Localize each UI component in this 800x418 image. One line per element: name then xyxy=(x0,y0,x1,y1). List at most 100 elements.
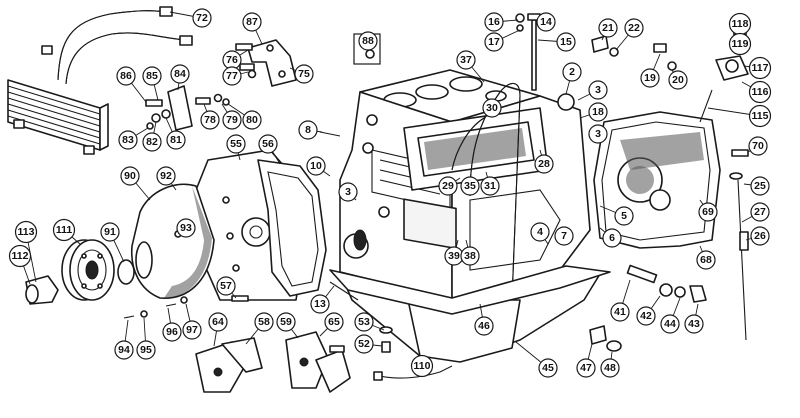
engine-back-plate xyxy=(593,111,721,249)
callout-circle xyxy=(358,31,378,51)
callout-circle xyxy=(750,202,770,222)
callout-circle xyxy=(276,312,296,332)
callout-77: 77 xyxy=(222,66,249,86)
callout-label: 113 xyxy=(18,226,35,238)
callout-label: 2 xyxy=(569,66,575,78)
callout-85: 85 xyxy=(142,66,162,101)
callout-label: 7 xyxy=(561,230,567,242)
callout-label: 45 xyxy=(542,362,554,374)
callout-circle xyxy=(538,358,558,378)
callout-label: 65 xyxy=(328,316,340,328)
callout-45: 45 xyxy=(515,341,558,378)
callout-circle xyxy=(298,120,318,140)
callout-circle xyxy=(636,306,656,326)
callout-label: 38 xyxy=(464,250,476,262)
callout-46: 46 xyxy=(474,303,494,336)
callout-circle xyxy=(182,320,202,340)
callout-circle xyxy=(216,276,236,296)
callout-57: 57 xyxy=(216,276,237,299)
callout-label: 70 xyxy=(752,140,764,152)
callout-79: 79 xyxy=(221,103,242,130)
bolt-57 xyxy=(231,295,249,302)
callout-42: 42 xyxy=(636,295,661,326)
callout-115: 115 xyxy=(707,104,772,128)
callout-label: 22 xyxy=(628,22,640,34)
callout-72: 72 xyxy=(169,8,212,28)
callout-label: 110 xyxy=(414,360,431,372)
callout-circle xyxy=(306,156,326,176)
callout-label: 14 xyxy=(540,16,552,28)
callout-label: 119 xyxy=(732,38,749,50)
oil-pipe xyxy=(41,6,193,85)
callout-label: 75 xyxy=(298,68,310,80)
callout-96: 96 xyxy=(162,307,182,342)
callout-label: 42 xyxy=(640,310,652,322)
callout-label: 29 xyxy=(442,180,454,192)
callout-circle xyxy=(698,202,718,222)
callout-circle xyxy=(456,50,476,70)
callout-label: 77 xyxy=(226,70,238,82)
callout-label: 18 xyxy=(592,106,604,118)
callout-53: 53 xyxy=(354,312,385,332)
callout-65: 65 xyxy=(319,312,344,337)
callout-circle xyxy=(294,64,314,84)
callout-82: 82 xyxy=(142,121,162,152)
callout-label: 93 xyxy=(180,222,192,234)
callout-label: 88 xyxy=(362,35,374,47)
callout-circle xyxy=(474,316,494,336)
small-fittings-group xyxy=(145,85,230,131)
callout-circle xyxy=(258,134,278,154)
sealing-ring xyxy=(557,93,575,111)
callout-29: 29 xyxy=(438,176,461,196)
callout-circle xyxy=(588,102,608,122)
callout-label: 15 xyxy=(560,36,572,48)
callout-label: 47 xyxy=(580,362,592,374)
callout-circle xyxy=(748,56,772,80)
callout-label: 8 xyxy=(305,124,311,136)
callout-label: 117 xyxy=(752,62,769,74)
callout-label: 48 xyxy=(604,362,616,374)
callout-52: 52 xyxy=(354,334,383,354)
callout-41: 41 xyxy=(610,279,631,322)
callout-22: 22 xyxy=(615,18,644,51)
callout-94: 94 xyxy=(114,319,134,360)
callout-label: 35 xyxy=(464,180,476,192)
callout-label: 90 xyxy=(124,170,136,182)
callout-28: 28 xyxy=(534,149,554,174)
callout-59: 59 xyxy=(276,312,299,339)
callout-93: 93 xyxy=(176,218,196,238)
engine-mount-left xyxy=(195,337,263,393)
callout-circle xyxy=(750,226,770,246)
callout-3: 3 xyxy=(588,124,608,144)
callout-78: 78 xyxy=(200,103,220,130)
callout-circle xyxy=(200,110,220,130)
callout-circle xyxy=(602,228,622,248)
callout-56: 56 xyxy=(258,134,281,165)
callout-label: 87 xyxy=(246,16,258,28)
callout-label: 41 xyxy=(614,306,626,318)
callout-92: 92 xyxy=(156,166,177,191)
callout-label: 53 xyxy=(358,316,370,328)
callout-circle xyxy=(254,312,274,332)
callout-circle xyxy=(750,176,770,196)
callout-112: 112 xyxy=(8,244,32,285)
drain-plug xyxy=(589,325,622,352)
callout-circle xyxy=(748,136,768,156)
callout-circle xyxy=(554,226,574,246)
callout-circle xyxy=(640,68,660,88)
callout-label: 92 xyxy=(160,170,172,182)
callout-label: 95 xyxy=(140,344,152,356)
callout-label: 27 xyxy=(754,206,766,218)
callout-26: 26 xyxy=(745,226,770,246)
callout-circle xyxy=(530,222,550,242)
callout-label: 59 xyxy=(280,316,292,328)
callout-label: 69 xyxy=(702,206,714,218)
callout-circle xyxy=(242,110,262,130)
callout-label: 76 xyxy=(226,54,238,66)
screws-94-97 xyxy=(123,296,188,319)
callout-circle xyxy=(480,176,500,196)
callout-circle xyxy=(484,32,504,52)
callout-label: 55 xyxy=(230,138,242,150)
